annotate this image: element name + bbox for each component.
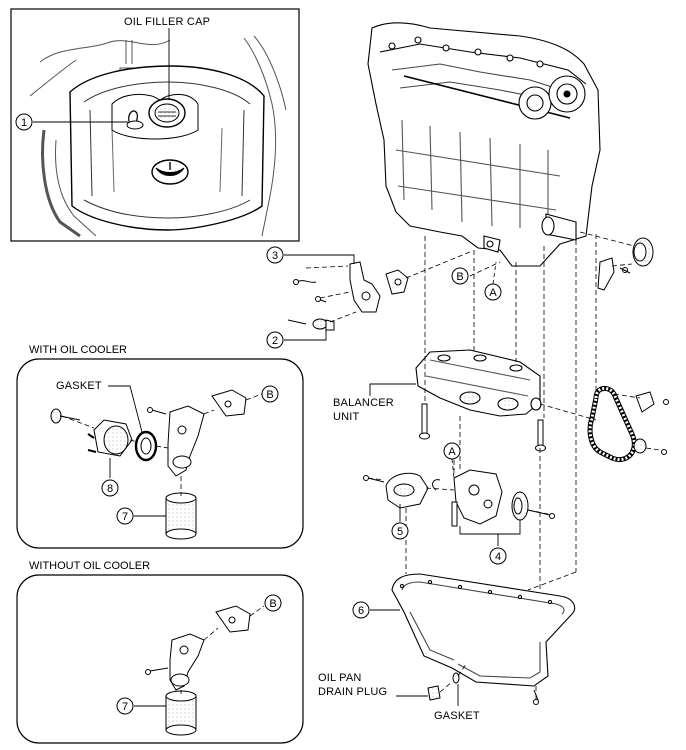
chain-tensioner: [597, 257, 631, 291]
balancer-unit-label-line2: UNIT: [333, 411, 360, 423]
callout-4: 4: [495, 551, 501, 563]
callout-1: 1: [21, 117, 27, 129]
cylinder-block-illustration: [367, 22, 601, 267]
with-oil-cooler-frame: [16, 358, 304, 549]
callout-8: 8: [107, 483, 113, 495]
gasket-cooler-label: GASKET: [56, 380, 102, 392]
part-4-oil-pump: [451, 469, 555, 527]
callout-5: 5: [397, 526, 403, 538]
callout-7-with: 7: [122, 511, 128, 523]
oil-filler-cap-label: OIL FILLER CAP: [124, 16, 211, 28]
callout-2: 2: [272, 335, 278, 347]
oil-pan-drain-plug-label-line2: DRAIN PLUG: [318, 686, 388, 698]
part-3-bracket: [293, 261, 409, 313]
drain-plug-and-gasket: [427, 672, 539, 705]
drive-chain: [587, 386, 637, 462]
balancer-unit-label-line1: BALANCER: [333, 397, 394, 409]
a-ref-pump-leader: [451, 458, 455, 479]
chain-guides: [633, 391, 669, 455]
callout-3: 3: [272, 250, 278, 262]
a-ref-main-leader: [492, 261, 497, 285]
balancer-unit: [415, 349, 542, 417]
oil-pan-drain-plug-label-line1: OIL PAN: [318, 672, 362, 684]
part-5-housing: [363, 472, 441, 509]
part-2-sensor: [287, 318, 335, 331]
without-oil-cooler-parts: [145, 605, 251, 736]
without-oil-cooler-heading: WITHOUT OIL COOLER: [29, 560, 151, 572]
without-oil-cooler-frame: [16, 574, 304, 744]
inset-top-left-frame: [10, 8, 300, 242]
balancer-bolts: [419, 403, 546, 452]
callout-7-without: 7: [122, 701, 128, 713]
callout-6: 6: [358, 605, 364, 617]
callout-circles: [15, 113, 507, 715]
engine-cover-illustration: [29, 35, 287, 238]
ref-a-pump: A: [448, 446, 456, 458]
with-oil-cooler-heading: WITH OIL COOLER: [29, 344, 127, 356]
ref-b-main: B: [456, 271, 463, 283]
leader-lines: [108, 254, 521, 707]
with-oil-cooler-parts: [50, 389, 247, 540]
ref-b-without: B: [269, 598, 276, 610]
crank-sprocket: [632, 237, 654, 267]
part-6-oil-pan: [391, 573, 576, 687]
gasket-drain-label: GASKET: [434, 710, 480, 722]
ref-b-with: B: [266, 389, 273, 401]
ref-a-main: A: [489, 287, 497, 299]
assembly-dashed-lines: [61, 231, 661, 700]
